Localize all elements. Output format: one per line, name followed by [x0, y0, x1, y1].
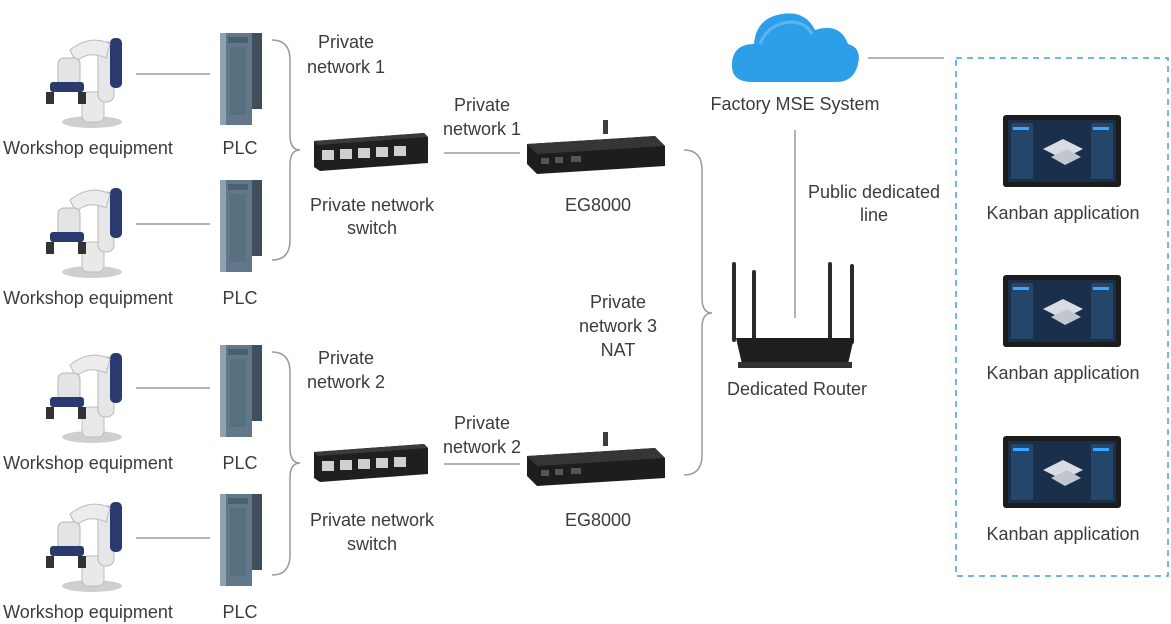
kanban-screen-icon-3 [1003, 436, 1121, 508]
kanban-screen-icon-1 [1003, 115, 1121, 187]
public-line-label-line1: Public dedicated [807, 182, 941, 202]
cloud-label: Factory MSE System [710, 94, 880, 114]
switch-label-2-line2: switch [346, 534, 397, 554]
brace-group-2 [271, 351, 301, 576]
gateway-label-1: EG8000 [564, 195, 632, 215]
plc-label-3: PLC [222, 453, 258, 473]
nat-label-line2: network 3 [578, 316, 658, 336]
robot-icon-4 [45, 501, 123, 593]
plc-icon-2 [220, 180, 262, 272]
gateway-link-2-label-line1: Private [453, 413, 511, 433]
gateway-icon-1 [527, 120, 665, 174]
public-line-label-line2: line [859, 205, 889, 225]
kanban-screen-icon-2 [1003, 275, 1121, 347]
switch-label-1-line1: Private network [309, 195, 435, 215]
plc-label-2: PLC [222, 288, 258, 308]
plc-label-1: PLC [222, 138, 258, 158]
equipment-label-1: Workshop equipment [3, 138, 173, 158]
equipment-label-2: Workshop equipment [3, 288, 173, 308]
plc-icon-3 [220, 345, 262, 437]
router-icon [732, 262, 854, 368]
kanban-label-3: Kanban application [986, 524, 1140, 544]
router-label: Dedicated Router [726, 379, 868, 399]
kanban-group-border [955, 57, 1169, 577]
plc-icon-4 [220, 494, 262, 586]
private-network-2-label-line2: network 2 [306, 372, 386, 392]
gateway-link-2-label-line2: network 2 [442, 437, 522, 457]
gateway-link-1-label-line2: network 1 [442, 119, 522, 139]
switch-label-2-line1: Private network [309, 510, 435, 530]
brace-group-1 [271, 39, 301, 261]
plc-label-4: PLC [222, 602, 258, 622]
private-network-2-label-line1: Private [317, 348, 375, 368]
brace-router [683, 149, 713, 476]
equipment-label-3: Workshop equipment [3, 453, 173, 473]
robot-icon-3 [45, 352, 123, 444]
private-network-1-label-line1: Private [317, 32, 375, 52]
plc-icon-1 [220, 33, 262, 125]
private-network-1-label-line2: network 1 [306, 57, 386, 77]
switch-label-1-line2: switch [346, 218, 397, 238]
nat-label-line1: Private [589, 292, 647, 312]
switch-icon-2 [314, 444, 428, 482]
robot-icon-1 [45, 37, 123, 129]
cloud-icon [731, 13, 859, 82]
equipment-label-4: Workshop equipment [3, 602, 173, 622]
gateway-link-1-label-line1: Private [453, 95, 511, 115]
gateway-label-2: EG8000 [564, 510, 632, 530]
kanban-label-2: Kanban application [986, 363, 1140, 383]
robot-icon-2 [45, 187, 123, 279]
gateway-icon-2 [527, 432, 665, 486]
switch-icon-1 [314, 133, 428, 171]
kanban-label-1: Kanban application [986, 203, 1140, 223]
nat-label-line3: NAT [600, 340, 636, 360]
